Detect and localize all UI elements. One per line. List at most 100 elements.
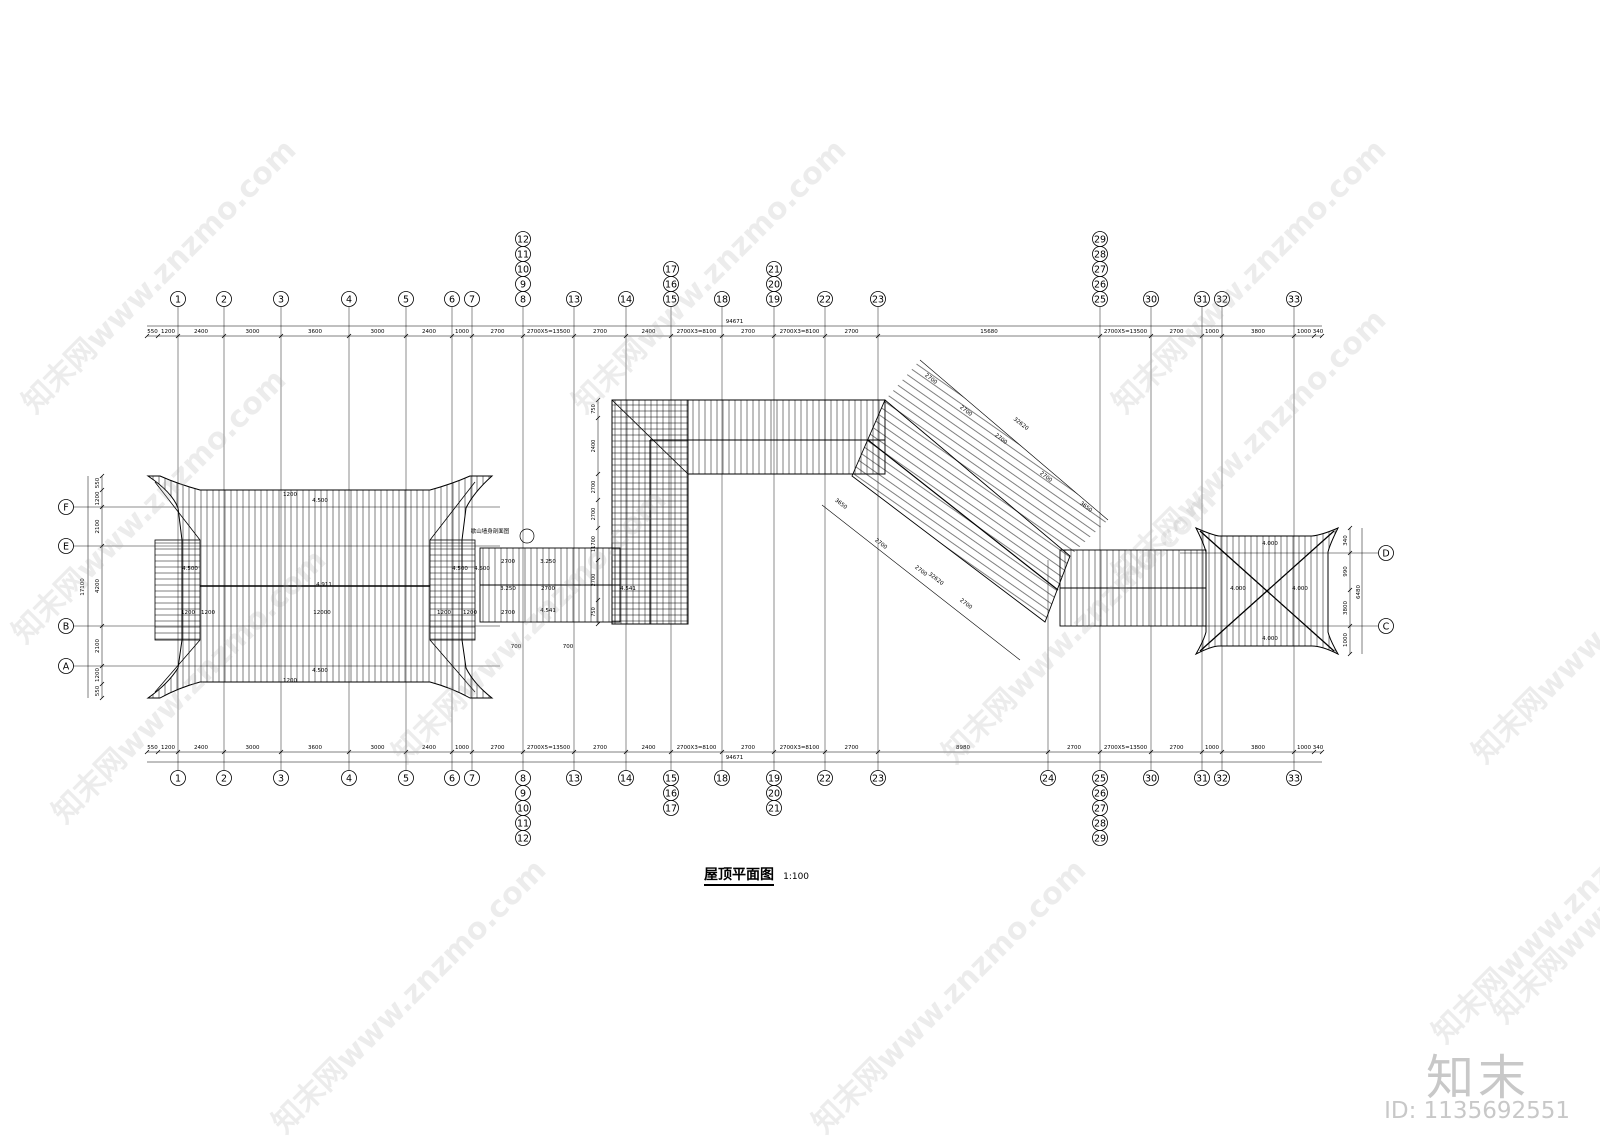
dim-bottom-label: 2700 (741, 745, 755, 751)
dim-top-label: 2700 (1170, 329, 1184, 335)
corridor-label: 4.541 (620, 586, 636, 592)
dim-top-label: 1000 (1297, 329, 1311, 335)
dim-bottom-label: 3600 (308, 745, 322, 751)
axis-bubble-bottom-18-label: 18 (716, 774, 728, 785)
dim-left-label: 1200 (95, 668, 101, 682)
axis-stack-bottom-21-label: 21 (768, 804, 780, 815)
dim-right-label: 1000 (1343, 633, 1349, 647)
axis-bubble-top-14-circle (618, 291, 634, 307)
dim-top-tick (469, 333, 475, 339)
axis-bubble-bottom-14-circle (618, 770, 634, 786)
dim-mid-label: 2400 (591, 440, 597, 453)
dim-bottom-label: 2400 (422, 745, 436, 751)
axis-bubble-top-18-circle (714, 291, 730, 307)
corridor-label: 2700 (501, 559, 515, 565)
corridor-label: 4.500 (474, 566, 490, 572)
pavilion-elevation-label: 4.000 (1262, 636, 1278, 642)
dim-bottom-label: 2700X5=13500 (527, 745, 571, 751)
dim-bottom-tick (1291, 749, 1297, 755)
main-hall-hip-left (154, 539, 201, 641)
axis-bubble-top-33-circle (1286, 291, 1302, 307)
dim-top-tick (155, 333, 161, 339)
axis-bubble-bottom-3-circle (273, 770, 289, 786)
axis-bubble-top-2-circle (216, 291, 232, 307)
dim-top-tick (719, 333, 725, 339)
row-bubble-F-circle (58, 499, 74, 515)
axis-bubble-top-22-circle (817, 291, 833, 307)
axis-bubble-bottom-18-circle (714, 770, 730, 786)
dim-top-tick (1319, 333, 1325, 339)
diagonal-dim-line (919, 359, 1109, 521)
dim-mid-tick (595, 415, 601, 421)
dim-top-tick (278, 333, 284, 339)
dim-bottom-label: 2700 (593, 745, 607, 751)
dim-bottom-tick (278, 749, 284, 755)
dim-bottom-label: 340 (1313, 745, 1324, 751)
dim-top-label: 3000 (371, 329, 385, 335)
dim-top-label: 2700 (741, 329, 755, 335)
hall-elevation-label: 4.500 (312, 498, 328, 504)
axis-bubble-top-3-label: 3 (278, 295, 284, 306)
row-bubble-E-circle (58, 538, 74, 554)
axis-stack-top-20-circle (766, 276, 782, 292)
dim-left-tick (99, 504, 105, 510)
dim-left-tick (99, 473, 105, 479)
axis-bubble-bottom-32-circle (1214, 770, 1230, 786)
dim-top-tick (822, 333, 828, 339)
dim-mid-label: 750 (591, 404, 597, 414)
axis-bubble-bottom-7-circle (464, 770, 480, 786)
dim-top-label: 340 (1313, 329, 1324, 335)
axis-bubble-bottom-30-circle (1143, 770, 1159, 786)
dim-bottom-label: 2700 (491, 745, 505, 751)
corridor-label: 4.541 (540, 608, 556, 614)
hall-elevation-label: 1200 (181, 610, 195, 616)
axis-stack-top-29-label: 29 (1094, 235, 1106, 246)
hall-elevation-label: 1200 (283, 678, 297, 684)
dim-left-label: 1200 (95, 491, 101, 505)
dim-mid-tick (595, 471, 601, 477)
axis-bubble-top-5-label: 5 (403, 295, 409, 306)
axis-bubble-top-6-label: 6 (449, 295, 455, 306)
dim-mid-label: 11700 (591, 536, 597, 552)
dim-top-tick (520, 333, 526, 339)
row-bubble-A-label: A (63, 662, 70, 673)
axis-stack-top-16-circle (663, 276, 679, 292)
axis-stack-bottom-29-label: 29 (1094, 834, 1106, 845)
hall-elevation-label: 1200 (463, 610, 477, 616)
dim-bottom-total: 94671 (726, 755, 744, 761)
axis-bubble-top-22-label: 22 (819, 295, 831, 306)
dim-bottom-tick (144, 749, 150, 755)
dim-left-label: 2100 (95, 519, 101, 533)
dim-bottom-tick (1045, 749, 1051, 755)
dim-bottom-label: 2700X3=8100 (780, 745, 820, 751)
hall-elevation-label: 1200 (283, 492, 297, 498)
dim-top-label: 2400 (642, 329, 656, 335)
hall-elevation-label: 1200 (201, 610, 215, 616)
hall-elevation-label: 4.500 (182, 566, 198, 572)
dim-mid-tick (595, 597, 601, 603)
row-bubble-E-label: E (63, 542, 69, 553)
dim-bottom-tick (155, 749, 161, 755)
dim-bottom-label: 2700 (1170, 745, 1184, 751)
dim-right-label: 340 (1343, 535, 1349, 546)
dim-top-tick (403, 333, 409, 339)
pavilion-elevation-label: 4.000 (1262, 541, 1278, 547)
diagonal-dim-label: 2700 (913, 565, 928, 579)
axis-bubble-bottom-23-circle (870, 770, 886, 786)
axis-stack-top-26-circle (1092, 276, 1108, 292)
pavilion-elevation-label: 4.000 (1292, 586, 1308, 592)
dim-bottom-label: 2700X5=13500 (1104, 745, 1148, 751)
axis-bubble-top-8-label: 8 (520, 295, 526, 306)
axis-stack-top-12-label: 12 (517, 235, 529, 246)
row-bubble-C-label: C (1383, 622, 1390, 633)
dim-right-total: 6480 (1356, 585, 1362, 599)
axis-bubble-bottom-23-label: 23 (872, 774, 884, 785)
dim-bottom-tick (623, 749, 629, 755)
dim-bottom-tick (1148, 749, 1154, 755)
axis-stack-top-27-label: 27 (1094, 265, 1106, 276)
dim-top-label: 2700X5=13500 (527, 329, 571, 335)
axis-stack-top-20-label: 20 (768, 280, 780, 291)
row-bubble-D-label: D (1382, 549, 1389, 560)
dim-top-total: 94671 (726, 319, 744, 325)
dim-mid-tick (595, 621, 601, 627)
